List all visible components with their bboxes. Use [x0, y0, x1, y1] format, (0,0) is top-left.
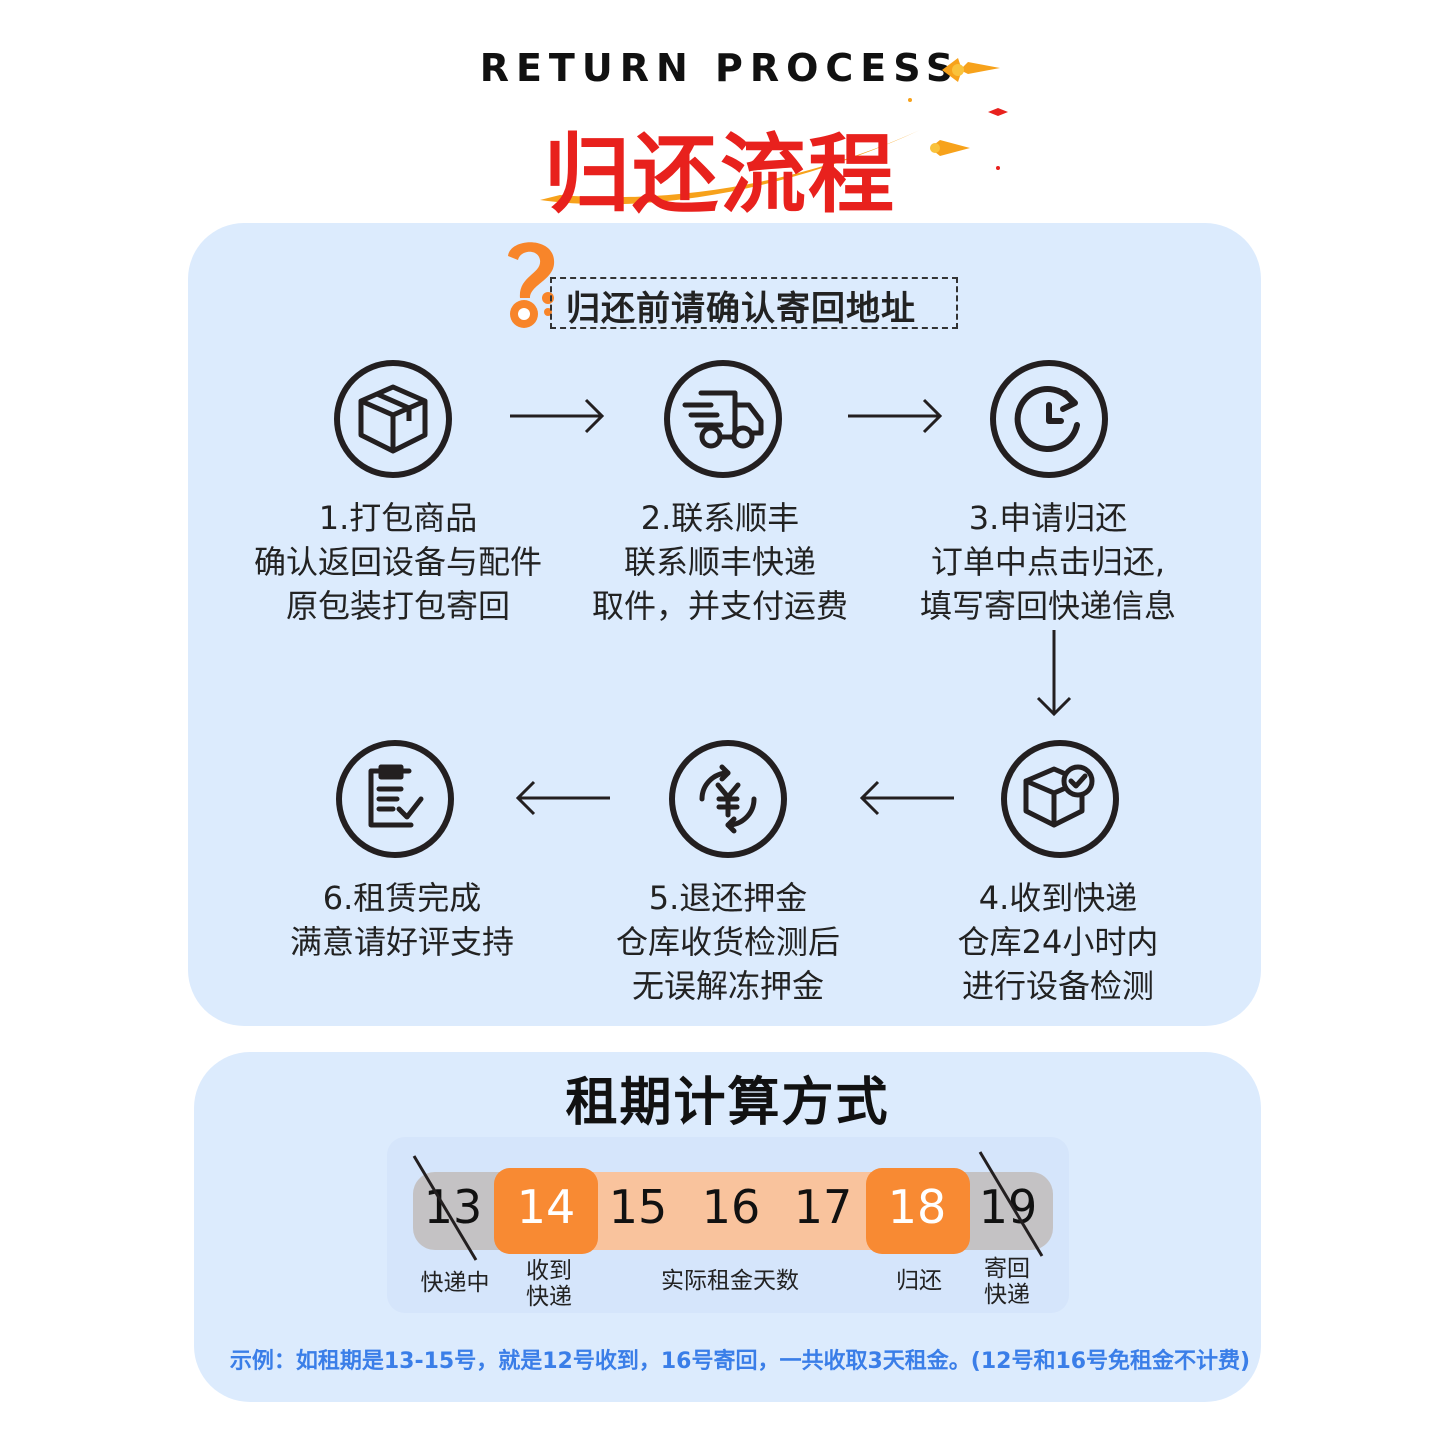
clock-return-icon [990, 360, 1108, 478]
day-label-received: 收到 快递 [504, 1258, 594, 1310]
step-1-text: 1.打包商品 确认返回设备与配件 原包装打包寄回 [238, 496, 558, 628]
notice-dashed-box [550, 277, 958, 329]
day-number: 19 [978, 1180, 1038, 1234]
step-1-line-1: 确认返回设备与配件 [253, 543, 542, 581]
day-number: 15 [608, 1180, 668, 1234]
day-label-line: 收到 [526, 1258, 572, 1284]
step-2-text: 2.联系顺丰 联系顺丰快递 取件，并支付运费 [570, 496, 870, 628]
strike-line-icon [412, 1155, 478, 1261]
step-1-line-2: 原包装打包寄回 [285, 587, 510, 625]
step-1-title: 1.打包商品 [318, 499, 478, 537]
step-3-line-2: 填写寄回快递信息 [919, 587, 1176, 625]
header-title-en: RETURN PROCESS [479, 46, 961, 90]
step-2-title: 2.联系顺丰 [640, 499, 800, 537]
step-5-text: 5.退还押金 仓库收货检测后 无误解冻押金 [578, 876, 878, 1008]
step-3-text: 3.申请归还 订单中点击归还, 填写寄回快递信息 [898, 496, 1198, 628]
rental-title: 租期计算方式 [565, 1073, 890, 1133]
day-label-line: 寄回 [984, 1256, 1030, 1282]
day-label-rent-days: 实际租金天数 [661, 1268, 799, 1294]
day-label-return: 归还 [896, 1268, 942, 1294]
day-number: 14 [516, 1180, 576, 1234]
day-label-shipping: 快递中 [420, 1270, 490, 1296]
return-process-panel [188, 223, 1261, 1026]
step-6-text: 6.租赁完成 满意请好评支持 [252, 876, 552, 964]
arrow-down-icon [1036, 630, 1072, 717]
step-6-line-1: 满意请好评支持 [289, 923, 514, 961]
sparkles-icon [908, 58, 1008, 170]
checklist-icon [336, 740, 454, 858]
day-label-sent-back: 寄回 快递 [962, 1256, 1052, 1308]
header-title-cn: 归还流程 [544, 125, 896, 225]
step-4-line-2: 进行设备检测 [961, 967, 1154, 1005]
step-4-title: 4.收到快递 [978, 879, 1138, 917]
arrow-left-icon [859, 780, 954, 816]
highlight-day-box [494, 1168, 598, 1254]
swoosh-decoration-icon [540, 130, 920, 205]
step-5-line-2: 无误解冻押金 [631, 967, 824, 1005]
box-check-icon [1001, 740, 1119, 858]
step-4-text: 4.收到快递 仓库24小时内 进行设备检测 [908, 876, 1208, 1008]
arrow-left-icon [515, 780, 610, 816]
day-label-line: 快递 [984, 1282, 1030, 1308]
step-2-line-2: 取件，并支付运费 [591, 587, 848, 625]
day-number: 16 [701, 1180, 761, 1234]
step-5-line-1: 仓库收货检测后 [615, 923, 840, 961]
rental-example-text: 示例：如租期是13-15号，就是12号收到，16号寄回，一共收取3天租金。(12… [229, 1349, 1251, 1374]
yuan-refund-icon [669, 740, 787, 858]
notice-text: 归还前请确认寄回地址 [566, 289, 916, 329]
step-3-title: 3.申请归还 [968, 499, 1128, 537]
strike-line-icon [978, 1151, 1044, 1257]
arrow-right-icon [510, 398, 605, 434]
step-4-line-1: 仓库24小时内 [957, 923, 1159, 961]
step-2-line-1: 联系顺丰快递 [623, 543, 816, 581]
arrow-right-icon [848, 398, 943, 434]
highlight-day-box [866, 1168, 970, 1254]
step-5-title: 5.退还押金 [648, 879, 808, 917]
step-6-title: 6.租赁完成 [322, 879, 482, 917]
step-3-line-1: 订单中点击归还, [930, 543, 1166, 581]
delivery-truck-icon [664, 360, 782, 478]
day-number: 17 [793, 1180, 853, 1234]
day-number: 18 [887, 1180, 947, 1234]
day-label-line: 快递 [526, 1284, 572, 1310]
package-box-icon [334, 360, 452, 478]
